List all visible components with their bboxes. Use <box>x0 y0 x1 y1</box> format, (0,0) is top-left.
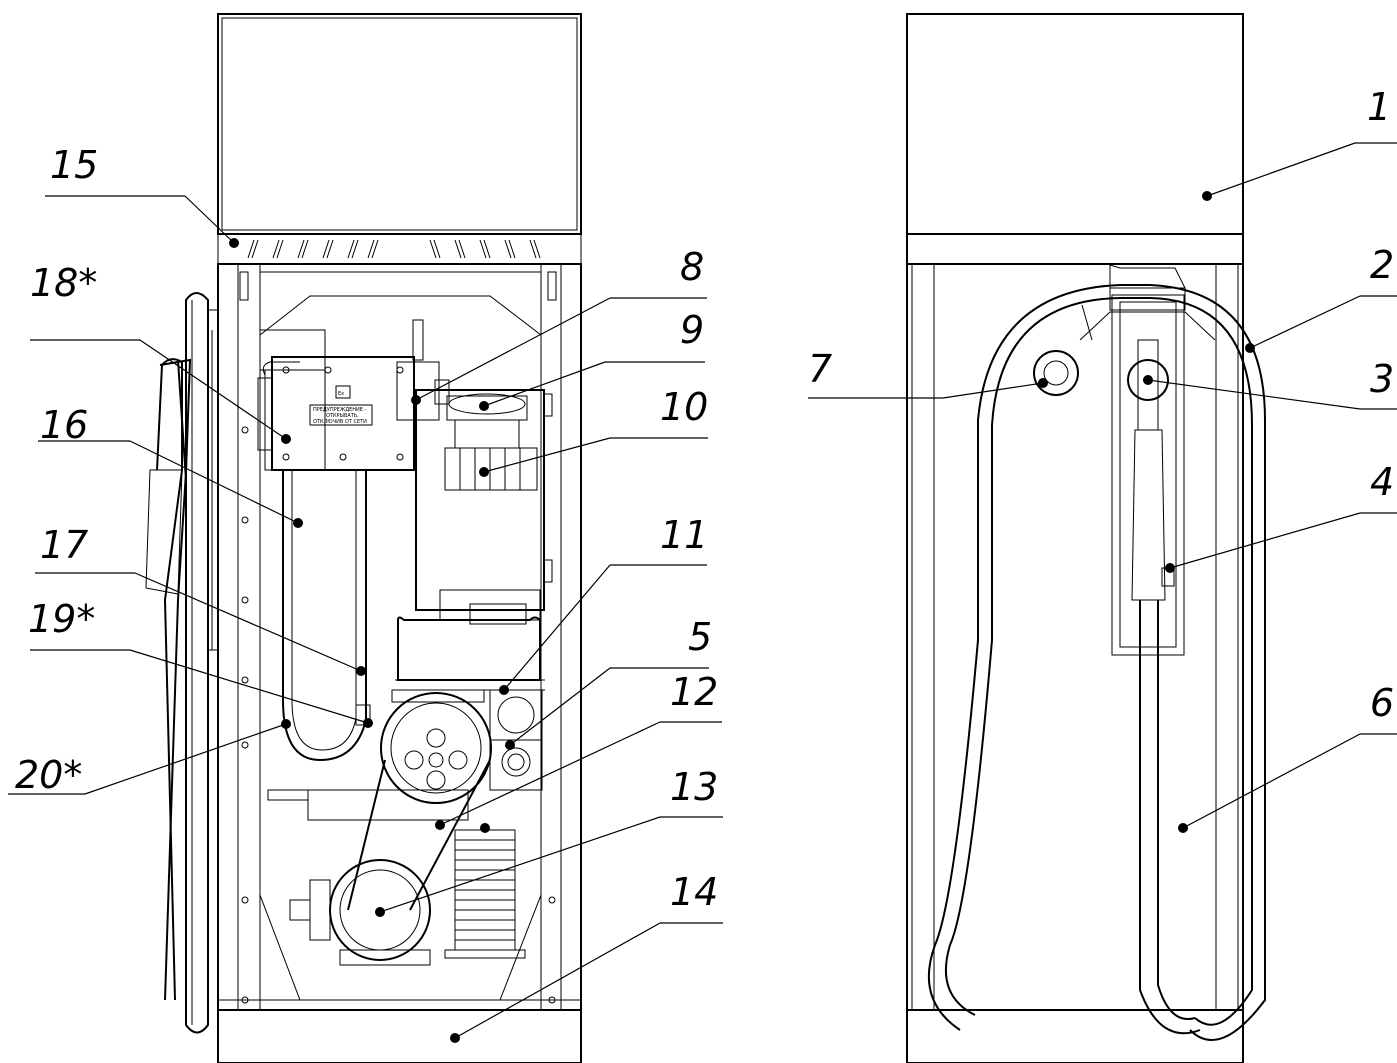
callout-8: 8 <box>680 245 704 289</box>
callout-9: 9 <box>680 308 704 352</box>
callout-6: 6 <box>1370 681 1394 725</box>
callout-5: 5 <box>688 615 712 659</box>
callout-1: 1 <box>1367 85 1391 129</box>
callout-3: 3 <box>1370 357 1394 401</box>
leaders <box>8 142 1397 1043</box>
callout-13: 13 <box>670 765 718 809</box>
callout-15: 15 <box>50 143 98 187</box>
callout-20: 20* <box>15 753 82 797</box>
callout-4: 4 <box>1370 460 1394 504</box>
warning-plate-line-1: ПРЕДУПРЕЖДЕНИЕ - <box>313 407 367 413</box>
callout-19: 19* <box>28 597 95 641</box>
callout-16: 16 <box>40 403 88 447</box>
callout-11: 11 <box>660 513 708 557</box>
right-view <box>906 13 1266 1063</box>
callout-17: 17 <box>40 523 88 567</box>
callout-12: 12 <box>670 670 718 714</box>
callout-10: 10 <box>660 385 708 429</box>
callout-18: 18* <box>30 261 97 305</box>
ex-marking: Ex <box>338 391 344 397</box>
callout-2: 2 <box>1370 243 1394 287</box>
callout-14: 14 <box>670 870 718 914</box>
callout-7: 7 <box>808 347 832 391</box>
callout-labels: 15 18* 16 17 19* 20* 8 9 10 11 5 12 13 1… <box>15 85 1394 914</box>
left-view: Ex ПРЕДУПРЕЖДЕНИЕ - ОТКРЫВАТЬ, ОТКЛЮЧИВ … <box>145 13 582 1063</box>
warning-plate-line-3: ОТКЛЮЧИВ ОТ СЕТИ <box>313 419 367 425</box>
warning-plate-line-2: ОТКРЫВАТЬ, <box>326 413 359 419</box>
